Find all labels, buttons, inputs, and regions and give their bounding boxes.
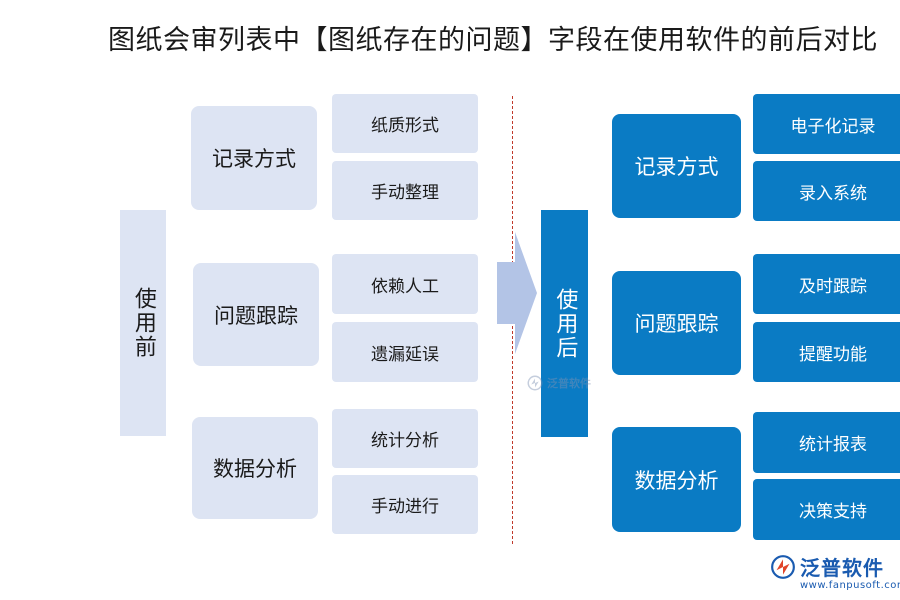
brand-logo-icon xyxy=(771,554,795,579)
after-item-reminder: 提醒功能 xyxy=(753,322,900,382)
after-item-decision-support: 决策支持 xyxy=(753,479,900,540)
after-item-electronic-record: 电子化记录 xyxy=(753,94,900,154)
center-watermark: 泛普软件 xyxy=(526,374,591,392)
before-item-omission-delay: 遗漏延误 xyxy=(332,322,478,382)
before-category-recording: 记录方式 xyxy=(191,106,317,210)
brand-logo-icon xyxy=(527,375,543,391)
before-item-rely-manual: 依赖人工 xyxy=(332,254,478,314)
before-category-analysis: 数据分析 xyxy=(192,417,318,519)
before-item-manual-organize: 手动整理 xyxy=(332,161,478,220)
before-item-statistics: 统计分析 xyxy=(332,409,478,468)
brand-logo-text: 泛普软件 xyxy=(800,556,884,580)
brand-logo: 泛普软件 xyxy=(770,552,884,581)
before-label-bar: 使用前 xyxy=(120,210,166,436)
after-category-analysis: 数据分析 xyxy=(612,427,741,532)
before-item-manual-process: 手动进行 xyxy=(332,475,478,534)
after-item-timely-tracking: 及时跟踪 xyxy=(753,254,900,314)
after-category-tracking: 问题跟踪 xyxy=(612,271,741,375)
brand-url: www.fanpusoft.com xyxy=(800,580,900,591)
after-label-bar: 使用后 xyxy=(541,210,588,437)
center-watermark-text: 泛普软件 xyxy=(547,377,591,390)
right-arrow-icon xyxy=(497,232,537,354)
before-item-paper-form: 纸质形式 xyxy=(332,94,478,153)
page-title: 图纸会审列表中【图纸存在的问题】字段在使用软件的前后对比 xyxy=(108,25,878,56)
after-item-system-entry: 录入系统 xyxy=(753,161,900,221)
after-item-stat-report: 统计报表 xyxy=(753,412,900,473)
after-category-recording: 记录方式 xyxy=(612,114,741,218)
before-category-tracking: 问题跟踪 xyxy=(193,263,319,366)
